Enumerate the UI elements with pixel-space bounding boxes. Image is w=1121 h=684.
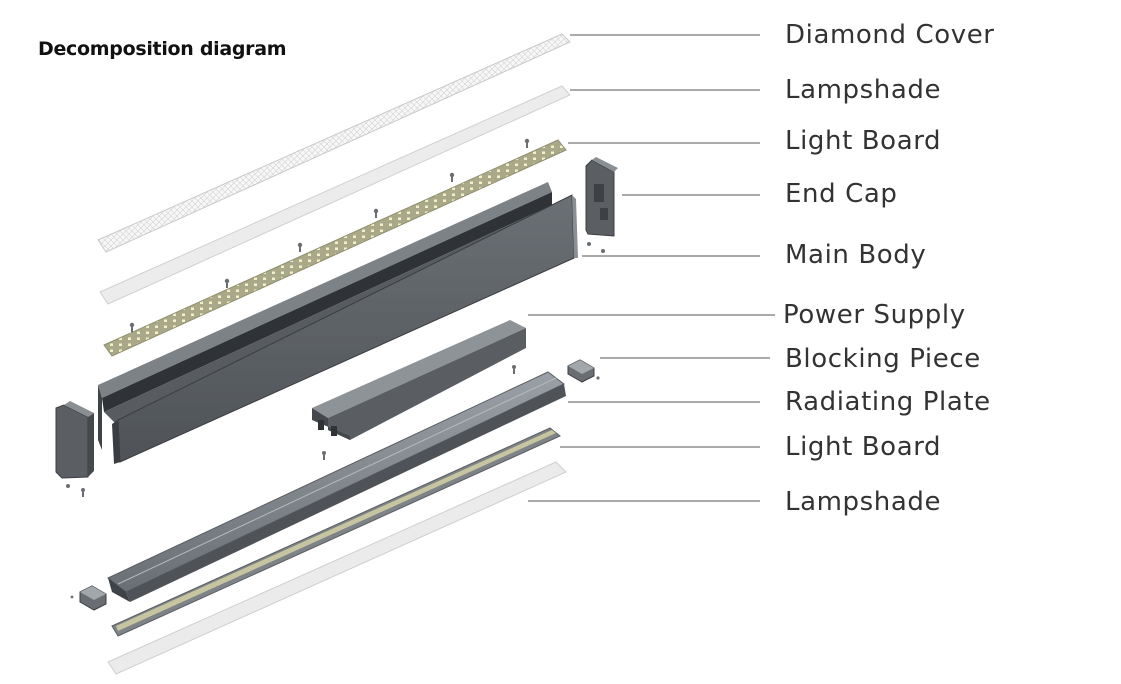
light-board-bottom-part xyxy=(111,427,561,637)
lampshade-top-part xyxy=(99,85,571,305)
label-main-body: Main Body xyxy=(785,240,926,270)
label-light-board-bottom: Light Board xyxy=(785,432,941,462)
main-body-part xyxy=(98,182,578,464)
label-blocking-piece: Blocking Piece xyxy=(785,344,981,374)
label-diamond-cover: Diamond Cover xyxy=(785,20,995,50)
screws-top xyxy=(129,138,530,332)
lampshade-bottom-part xyxy=(107,461,567,675)
label-lampshade-bottom: Lampshade xyxy=(785,487,941,517)
callout-labels: Diamond Cover Lampshade Light Board End … xyxy=(783,20,995,517)
end-cap-right-part xyxy=(585,157,618,253)
diamond-cover-part xyxy=(97,33,571,253)
label-lampshade-top: Lampshade xyxy=(785,75,941,105)
power-supply-part xyxy=(312,320,526,460)
radiating-plate-part xyxy=(107,371,566,602)
blocking-piece-right-part xyxy=(567,359,600,383)
leader-lines xyxy=(528,34,775,502)
label-power-supply: Power Supply xyxy=(783,300,966,330)
light-board-top-part xyxy=(103,139,567,357)
label-light-board-top: Light Board xyxy=(785,126,941,156)
blocking-piece-left-part xyxy=(70,585,107,611)
label-end-cap: End Cap xyxy=(785,179,897,209)
end-cap-left-part xyxy=(55,401,94,497)
label-radiating-plate: Radiating Plate xyxy=(785,387,991,417)
diagram-title: Decomposition diagram xyxy=(38,38,287,60)
